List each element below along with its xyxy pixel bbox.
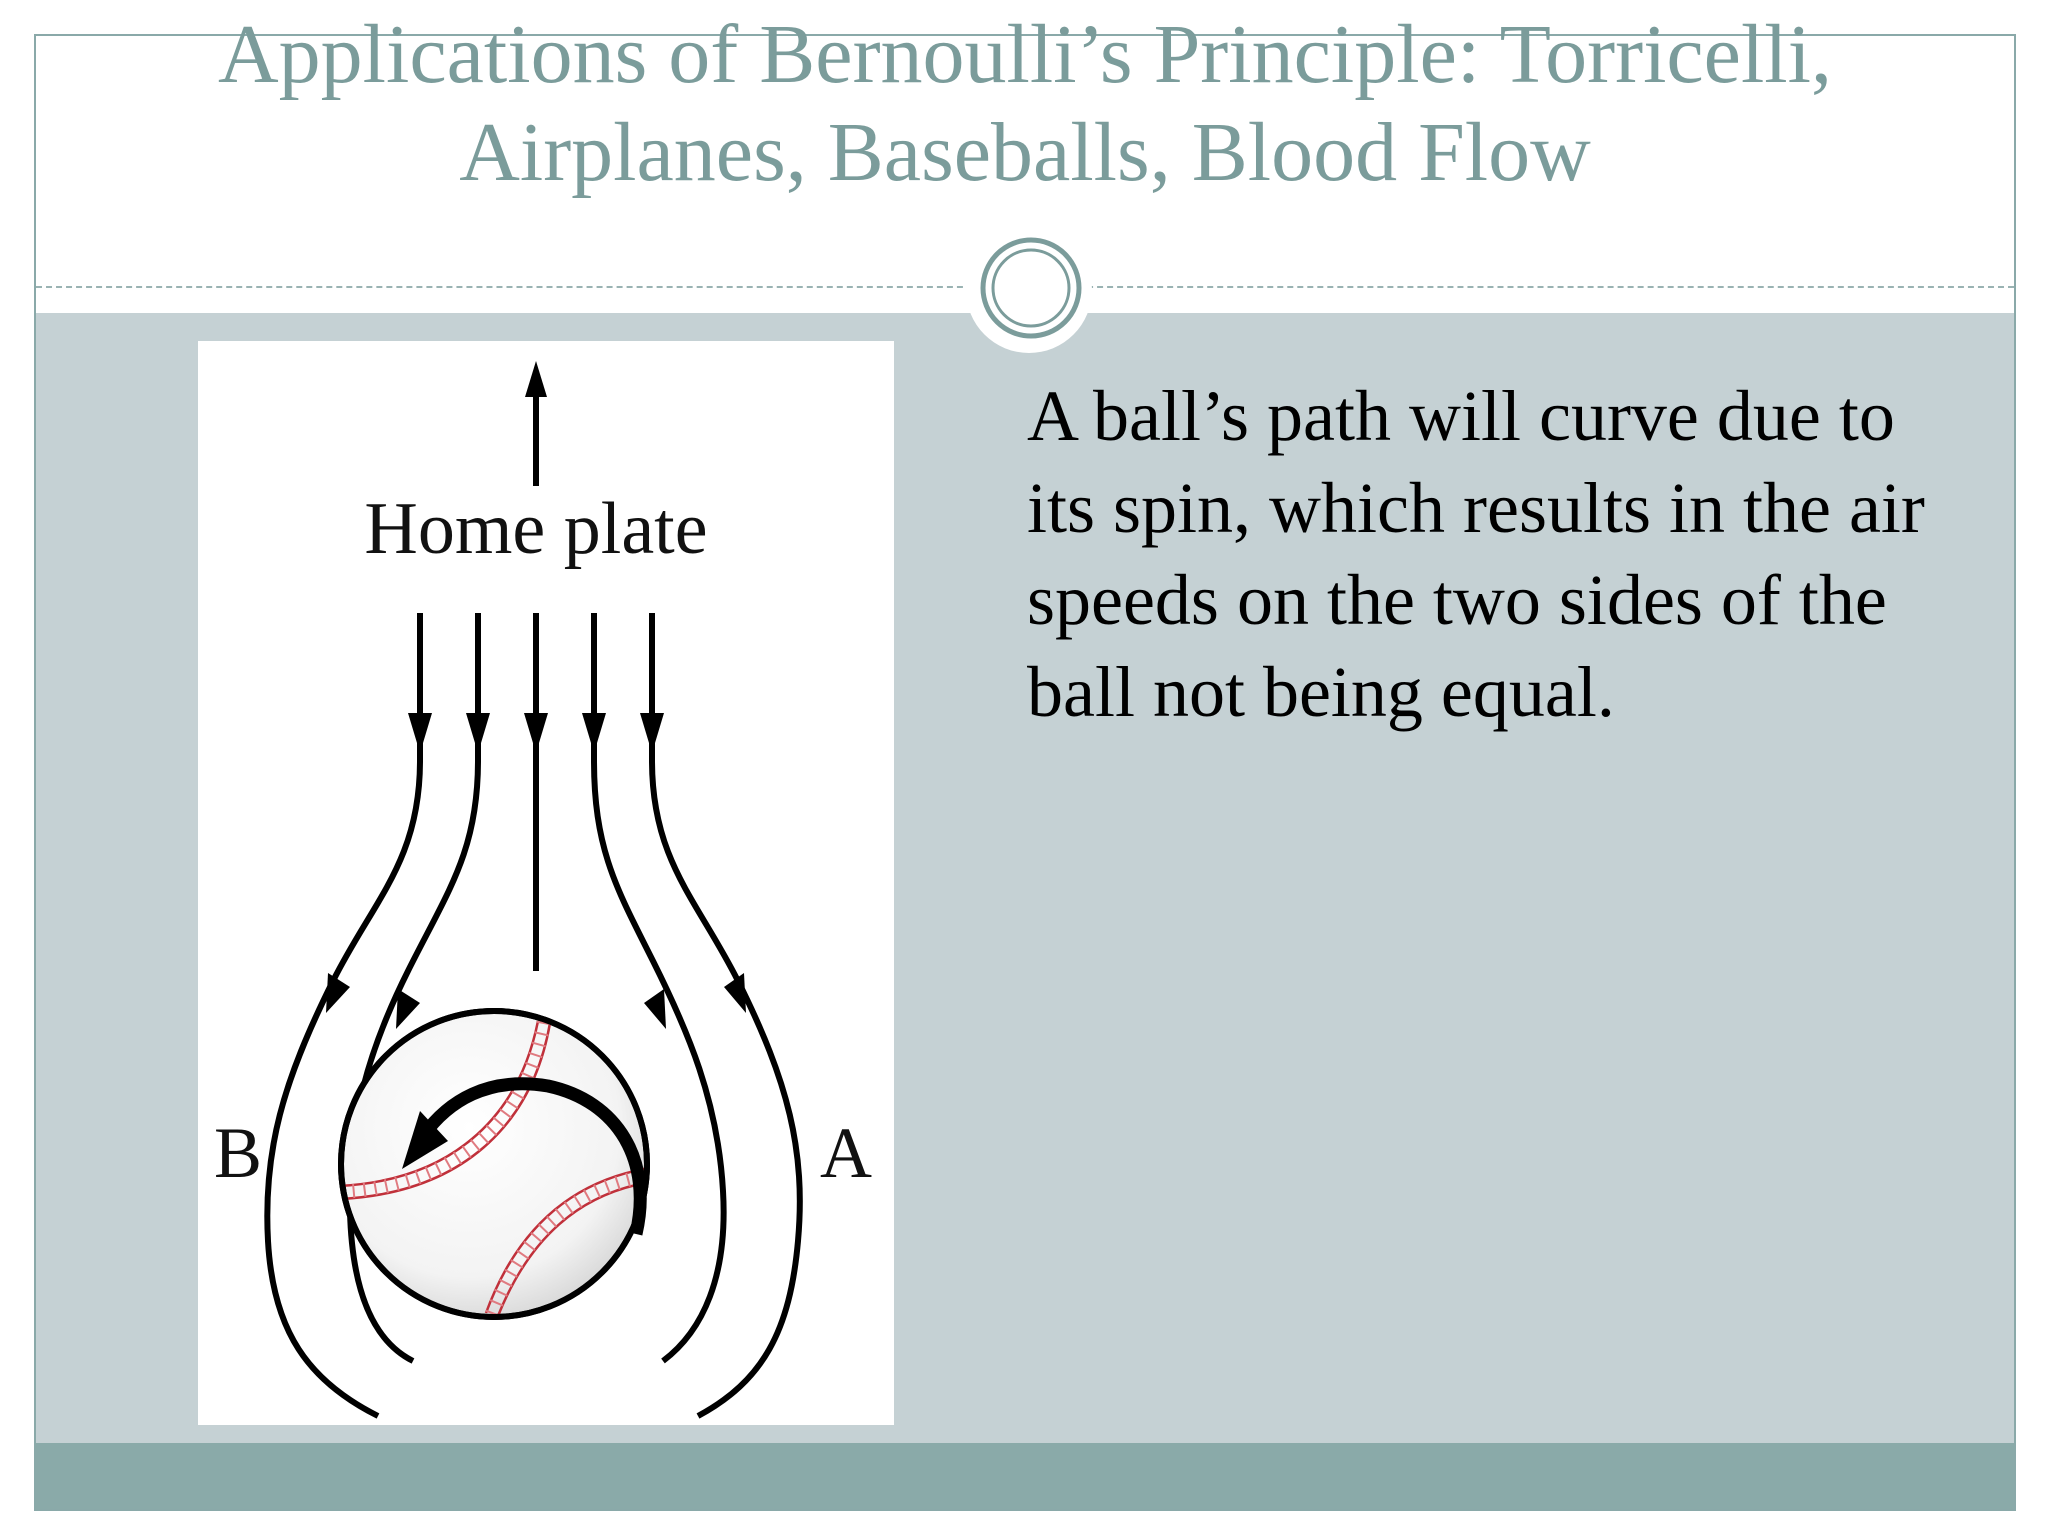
slide-title: Applications of Bernoulli’s Principle: T… <box>34 0 2016 202</box>
baseball-icon <box>338 1008 650 1320</box>
footer-band <box>36 1443 2014 1509</box>
spin-arrow-icon <box>402 1077 647 1236</box>
streamline-inner-right <box>591 613 727 1364</box>
label-b: B <box>214 1113 262 1193</box>
streamline-arrow-icon <box>326 713 746 1029</box>
title-area: Applications of Bernoulli’s Principle: T… <box>34 0 2016 290</box>
slide-frame <box>34 34 2016 1511</box>
streamline-outer-right <box>649 613 803 1419</box>
baseball-figure: Home plate <box>198 341 894 1425</box>
body-text: A ball’s path will curve due to its spin… <box>1027 376 1925 732</box>
up-arrow-icon <box>525 361 547 486</box>
title-line-1: Applications of Bernoulli’s Principle: T… <box>218 8 1832 101</box>
title-line-2: Airplanes, Baseballs, Blood Flow <box>459 106 1591 199</box>
label-a: A <box>820 1113 872 1193</box>
streamlines <box>264 613 803 1419</box>
baseball-diagram: Home plate <box>214 361 872 1419</box>
circle-ornament-icon <box>980 237 1082 339</box>
home-plate-label: Home plate <box>364 488 707 570</box>
streamline-inner-left <box>346 613 481 1364</box>
streamline-outer-left <box>264 613 423 1419</box>
